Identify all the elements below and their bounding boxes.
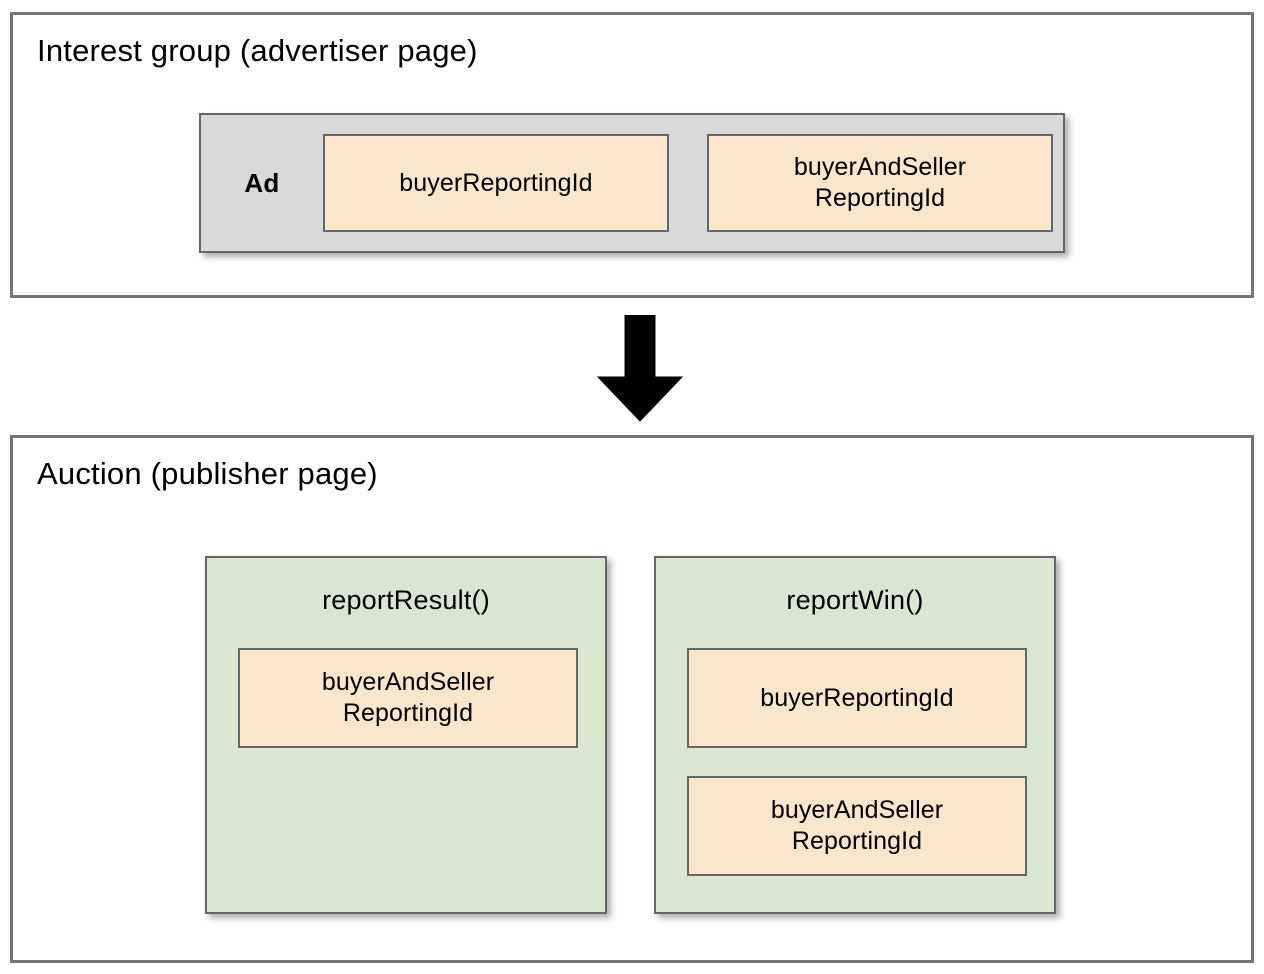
param-label-line2: ReportingId	[814, 184, 946, 212]
function-box-report-win: reportWin() buyerReportingId buyerAndSel…	[654, 556, 1056, 914]
param-label-line2: ReportingId	[791, 827, 923, 855]
arrow-down-icon	[596, 314, 684, 423]
param-label-line1: buyerAndSeller	[770, 796, 944, 824]
arrow-down-glyph	[596, 314, 684, 422]
section-interest-group-title: Interest group (advertiser page)	[37, 33, 478, 68]
param-label-line2: ReportingId	[342, 699, 474, 727]
param-box-buyer-reporting-id: buyerReportingId	[687, 648, 1027, 748]
param-label-line1: buyerAndSeller	[321, 668, 495, 696]
function-box-report-result: reportResult() buyerAndSeller ReportingI…	[205, 556, 607, 914]
ad-label: Ad	[244, 167, 280, 198]
param-box-buyer-reporting-id: buyerReportingId	[323, 134, 669, 232]
param-box-buyer-and-seller-reporting-id: buyerAndSeller ReportingId	[238, 648, 578, 748]
param-box-buyer-and-seller-reporting-id: buyerAndSeller ReportingId	[687, 776, 1027, 876]
function-name-report-result: reportResult()	[322, 585, 490, 615]
param-box-buyer-and-seller-reporting-id: buyerAndSeller ReportingId	[707, 134, 1053, 232]
section-interest-group: Interest group (advertiser page) Ad buye…	[10, 12, 1254, 298]
param-label: buyerAndSeller ReportingId	[322, 667, 494, 729]
ad-container: Ad buyerReportingId buyerAndSeller Repor…	[199, 113, 1065, 253]
section-auction: Auction (publisher page) reportResult() …	[10, 435, 1254, 963]
param-label: buyerReportingId	[760, 683, 954, 712]
param-label: buyerAndSeller ReportingId	[771, 795, 943, 857]
param-label: buyerReportingId	[399, 168, 593, 197]
param-label-line1: buyerAndSeller	[793, 153, 967, 181]
param-label: buyerAndSeller ReportingId	[794, 152, 966, 214]
function-name-report-win: reportWin()	[786, 585, 924, 615]
section-auction-title: Auction (publisher page)	[37, 456, 378, 491]
